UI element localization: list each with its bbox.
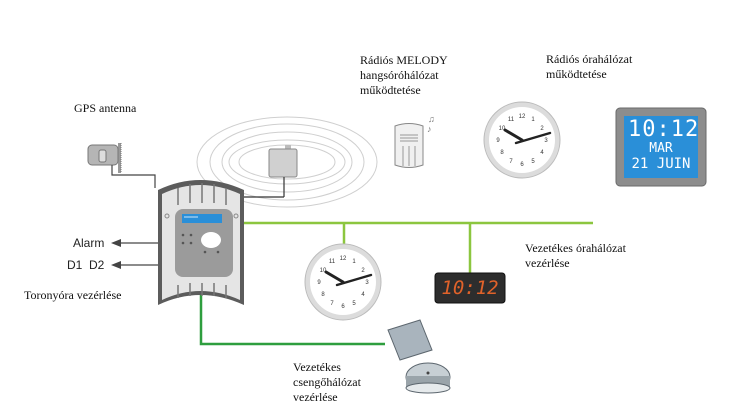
radio-melody-line-2: hangsóróhálózat — [360, 68, 439, 82]
led-time: 10:12 — [441, 277, 499, 299]
lcd-day: MAR — [649, 141, 673, 156]
radio-transmitter-icon — [244, 145, 298, 198]
wired-clock-line-1: Vezetékes órahálózat — [525, 241, 626, 255]
wired-clock-line-2: vezérlése — [525, 256, 570, 270]
wired-bell-line-2: csengőhálózat — [293, 375, 361, 389]
lcd-date: 21 JUIN — [631, 156, 691, 172]
svg-text:2: 2 — [540, 126, 544, 132]
svg-text:6: 6 — [520, 162, 524, 168]
svg-text:3: 3 — [365, 280, 369, 286]
svg-text:4: 4 — [540, 150, 544, 156]
wired-led-clock-icon — [434, 272, 506, 304]
svg-text:7: 7 — [509, 159, 513, 165]
radio-clock-label: Rádiós órahálózat működtetése — [546, 52, 632, 82]
svg-text:10: 10 — [499, 126, 506, 132]
gps-antenna-label: GPS antenna — [74, 101, 137, 115]
svg-text:12: 12 — [340, 256, 347, 262]
svg-text:11: 11 — [508, 117, 515, 123]
svg-text:10: 10 — [320, 268, 327, 274]
svg-text:5: 5 — [352, 301, 356, 307]
electric-bell-icon — [387, 319, 451, 394]
radio-lcd-clock-icon — [615, 107, 707, 187]
melody-speaker-icon: ♫ ♪ — [394, 114, 435, 168]
svg-text:11: 11 — [329, 259, 336, 265]
controller-unit-icon — [158, 180, 244, 305]
bell-line — [199, 290, 385, 346]
alarm-label: Alarm — [73, 236, 105, 250]
svg-text:12: 12 — [519, 114, 526, 120]
radio-clock-line-2: működtetése — [546, 67, 607, 81]
svg-text:9: 9 — [317, 280, 321, 286]
wired-bell-line-3: vezérlése — [293, 390, 338, 404]
lcd-time: 10:12 — [628, 117, 700, 142]
svg-text:6: 6 — [341, 304, 345, 310]
svg-text:7: 7 — [330, 301, 334, 307]
gps-antenna-icon — [87, 143, 156, 188]
svg-text:5: 5 — [531, 159, 535, 165]
wired-bell-label: Vezetékes csengőhálózat vezérlése — [293, 360, 361, 405]
radio-melody-label: Rádiós MELODY hangsóróhálózat működtetés… — [360, 53, 448, 98]
radio-clock-line-1: Rádiós órahálózat — [546, 52, 633, 66]
svg-text:9: 9 — [496, 138, 500, 144]
wired-clock-label: Vezetékes órahálózat vezérlése — [525, 241, 626, 271]
svg-text:1: 1 — [531, 117, 535, 123]
svg-text:8: 8 — [321, 292, 325, 298]
svg-text:3: 3 — [544, 138, 548, 144]
svg-text:4: 4 — [361, 292, 365, 298]
tower-clock-label: Toronyóra vezérlése — [24, 288, 122, 302]
svg-text:8: 8 — [500, 150, 504, 156]
radio-melody-line-1: Rádiós MELODY — [360, 53, 448, 67]
svg-text:2: 2 — [361, 268, 365, 274]
wired-bell-line-1: Vezetékes — [293, 360, 341, 374]
radio-melody-line-3: működtetése — [360, 83, 421, 97]
svg-text:♪: ♪ — [427, 124, 432, 134]
d1d2-output-arrow — [111, 261, 158, 269]
alarm-output-arrow — [111, 239, 158, 247]
d1d2-label: D1 D2 — [67, 258, 105, 272]
svg-text:1: 1 — [352, 259, 356, 265]
svg-text:♫: ♫ — [428, 114, 435, 124]
